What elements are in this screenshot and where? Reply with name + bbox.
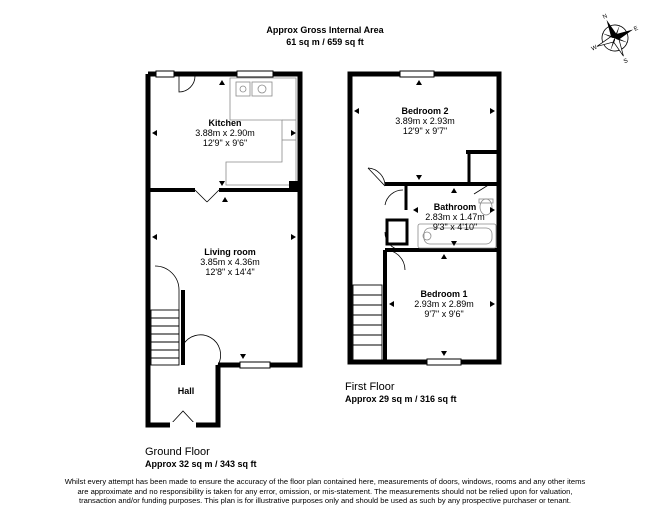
room-name: Hall bbox=[177, 386, 195, 396]
bathroom-fixtures bbox=[417, 198, 497, 249]
room-bedroom-1: Bedroom 1 2.93m x 2.89m 9'7" x 9'6" bbox=[404, 289, 484, 319]
svg-text:W: W bbox=[591, 45, 599, 53]
room-metric: 2.93m x 2.89m bbox=[414, 299, 474, 309]
kitchen-living-door bbox=[194, 189, 220, 203]
ground-stairs bbox=[150, 265, 185, 366]
ground-floor-plan bbox=[145, 71, 303, 428]
room-name: Kitchen bbox=[208, 118, 242, 128]
compass-rose-icon: N E S W bbox=[590, 12, 640, 66]
gross-area-value: 61 sq m / 659 sq ft bbox=[286, 37, 364, 47]
first-floor-title: First Floor bbox=[345, 381, 395, 393]
room-imperial: 12'9" x 9'7" bbox=[402, 126, 448, 136]
dimension-arrows-ground bbox=[152, 80, 296, 359]
room-metric: 3.85m x 4.36m bbox=[200, 257, 260, 267]
room-kitchen: Kitchen 3.88m x 2.90m 12'9" x 9'6" bbox=[190, 118, 260, 148]
first-floor-caption: First Floor Approx 29 sq m / 316 sq ft bbox=[345, 381, 457, 405]
room-bathroom: Bathroom 2.83m x 1.47m 9'3" x 4'10" bbox=[415, 202, 495, 232]
room-name: Bedroom 1 bbox=[420, 289, 468, 299]
svg-text:E: E bbox=[633, 26, 639, 33]
kitchen-boiler bbox=[289, 181, 298, 190]
svg-text:S: S bbox=[623, 58, 629, 64]
ground-floor-title: Ground Floor bbox=[145, 446, 210, 458]
room-imperial: 9'7" x 9'6" bbox=[424, 309, 464, 319]
disclaimer-text: Whilst every attempt has been made to en… bbox=[64, 477, 586, 506]
room-living-room: Living room 3.85m x 4.36m 12'8" x 14'4" bbox=[190, 247, 270, 277]
first-stairs bbox=[352, 284, 383, 361]
living-window bbox=[239, 361, 271, 369]
room-metric: 3.89m x 2.93m bbox=[395, 116, 455, 126]
hall-door bbox=[182, 334, 222, 366]
kitchen-window bbox=[155, 70, 274, 78]
bedroom2-window bbox=[399, 70, 435, 78]
svg-text:N: N bbox=[602, 14, 608, 21]
dimension-arrows-first bbox=[354, 80, 495, 356]
room-name: Bathroom bbox=[433, 202, 477, 212]
kitchen-door bbox=[178, 75, 196, 93]
first-floor-area: Approx 29 sq m / 316 sq ft bbox=[345, 394, 457, 404]
room-imperial: 12'8" x 14'4" bbox=[205, 267, 255, 277]
first-floor-plan bbox=[347, 71, 502, 365]
room-name: Living room bbox=[204, 247, 256, 257]
gross-area-header: Approx Gross Internal Area 61 sq m / 659… bbox=[225, 24, 425, 48]
room-name: Bedroom 2 bbox=[401, 106, 449, 116]
room-metric: 3.88m x 2.90m bbox=[195, 128, 255, 138]
gross-area-title: Approx Gross Internal Area bbox=[266, 25, 384, 35]
room-metric: 2.83m x 1.47m bbox=[425, 212, 485, 222]
room-hall: Hall bbox=[166, 386, 206, 396]
kitchen-counter bbox=[225, 77, 297, 186]
first-floor-doors bbox=[367, 167, 491, 271]
ground-floor-area: Approx 32 sq m / 343 sq ft bbox=[145, 459, 257, 469]
room-imperial: 9'3" x 4'10" bbox=[432, 222, 478, 232]
ground-floor-caption: Ground Floor Approx 32 sq m / 343 sq ft bbox=[145, 446, 257, 470]
room-imperial: 12'9" x 9'6" bbox=[202, 138, 248, 148]
bedroom1-window bbox=[426, 358, 462, 366]
front-door bbox=[169, 410, 197, 426]
room-bedroom-2: Bedroom 2 3.89m x 2.93m 12'9" x 9'7" bbox=[385, 106, 465, 136]
